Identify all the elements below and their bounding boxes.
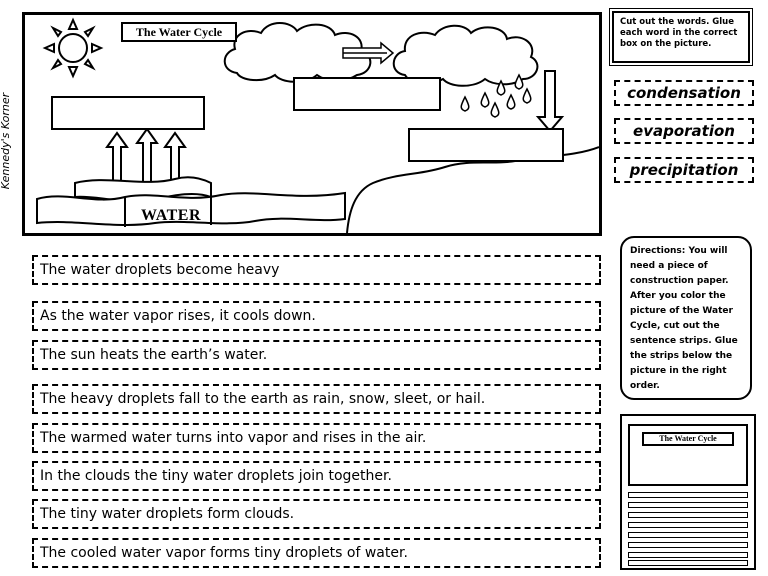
water-cycle-picture: The Water Cycle WATER (22, 12, 602, 236)
thumbnail-strip (628, 542, 748, 548)
word-strip-precipitation[interactable]: precipitation (614, 157, 754, 183)
thumbnail-strip (628, 552, 748, 558)
finished-example-thumbnail: The Water Cycle (620, 414, 756, 570)
thumbnail-strip (628, 522, 748, 528)
sun-icon (45, 20, 101, 76)
answer-box-condensation[interactable] (293, 77, 441, 111)
thumbnail-strip (628, 502, 748, 508)
water-label: WATER (129, 205, 213, 227)
sentence-strip[interactable]: The tiny water droplets form clouds. (32, 499, 601, 529)
picture-title: The Water Cycle (121, 22, 237, 42)
thumbnail-strip (628, 532, 748, 538)
answer-box-evaporation[interactable] (51, 96, 205, 130)
answer-box-precipitation[interactable] (408, 128, 564, 162)
sentence-strip[interactable]: In the clouds the tiny water droplets jo… (32, 461, 601, 491)
sentence-strip[interactable]: The water droplets become heavy (32, 255, 601, 285)
thumbnail-strip (628, 512, 748, 518)
credit-label: Kennedy's Korner (0, 71, 17, 211)
thumbnail-strip (628, 560, 748, 566)
sentence-strip[interactable]: The sun heats the earth’s water. (32, 340, 601, 370)
sentence-strip[interactable]: The warmed water turns into vapor and ri… (32, 423, 601, 453)
word-strip-evaporation[interactable]: evaporation (614, 118, 754, 144)
cut-instructions: Cut out the words. Glue each word in the… (612, 11, 750, 63)
word-strip-condensation[interactable]: condensation (614, 80, 754, 106)
thumbnail-picture: The Water Cycle (628, 424, 748, 486)
sentence-strip[interactable]: The heavy droplets fall to the earth as … (32, 384, 601, 414)
directions-box: Directions: You will need a piece of con… (620, 236, 752, 400)
thumbnail-strip (628, 492, 748, 498)
thumbnail-title: The Water Cycle (642, 432, 734, 446)
precipitation-arrow-icon (538, 71, 562, 131)
sentence-strip[interactable]: The cooled water vapor forms tiny drople… (32, 538, 601, 568)
sentence-strip[interactable]: As the water vapor rises, it cools down. (32, 301, 601, 331)
